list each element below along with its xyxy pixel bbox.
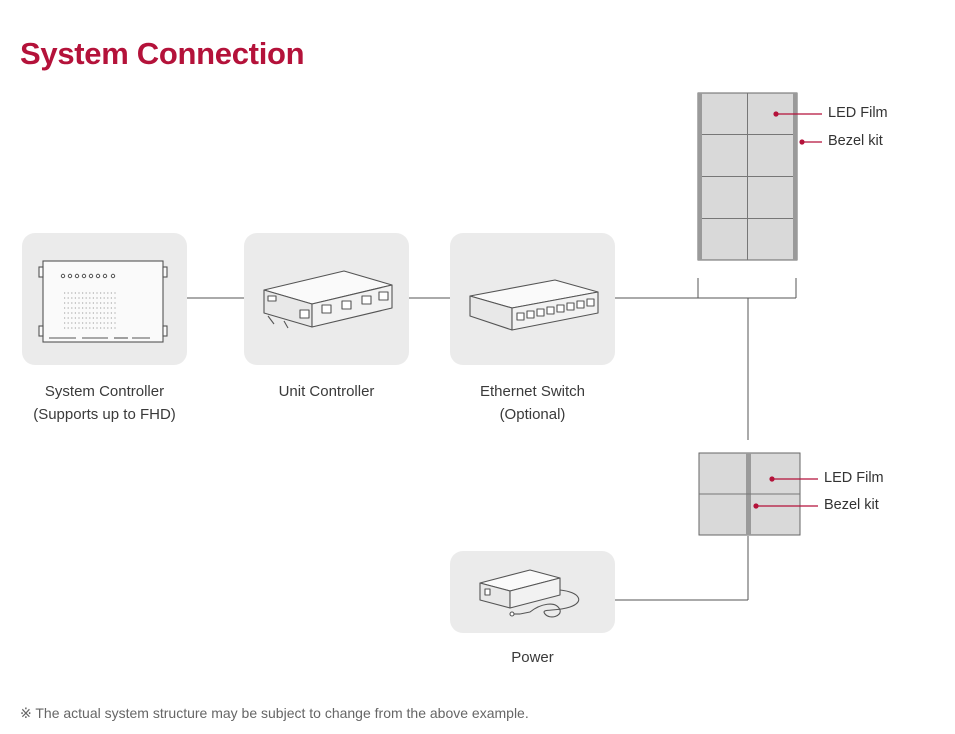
power-label: Power xyxy=(442,646,623,669)
unit-controller-label: Unit Controller xyxy=(236,380,417,403)
callouts xyxy=(753,111,822,509)
ethernet-switch-icon xyxy=(469,279,599,331)
ethernet-switch-note: (Optional) xyxy=(499,406,566,423)
power-name: Power xyxy=(511,649,554,666)
system-controller-note: (Supports up to FHD) xyxy=(33,406,176,423)
bottom-led-film-label: LED Film xyxy=(824,470,884,486)
unit-controller-name: Unit Controller xyxy=(278,383,375,400)
top-bezel-kit-label: Bezel kit xyxy=(828,133,883,149)
top-led-panel xyxy=(697,92,798,261)
bottom-bezel-kit-label: Bezel kit xyxy=(824,497,879,513)
system-controller-name: System Controller xyxy=(44,383,165,400)
bottom-led-panel xyxy=(698,452,801,536)
unit-controller-icon xyxy=(263,270,393,329)
connection-lines xyxy=(187,278,797,601)
ethernet-switch-label: Ethernet Switch (Optional) xyxy=(442,380,623,426)
power-adapter-icon xyxy=(479,569,580,618)
system-controller-label: System Controller (Supports up to FHD) xyxy=(14,380,195,426)
top-led-film-label: LED Film xyxy=(828,105,888,121)
system-controller-icon xyxy=(38,260,168,343)
footnote: ※ The actual system structure may be sub… xyxy=(20,705,529,721)
ethernet-switch-name: Ethernet Switch xyxy=(479,383,586,400)
page-title: System Connection xyxy=(20,36,305,71)
